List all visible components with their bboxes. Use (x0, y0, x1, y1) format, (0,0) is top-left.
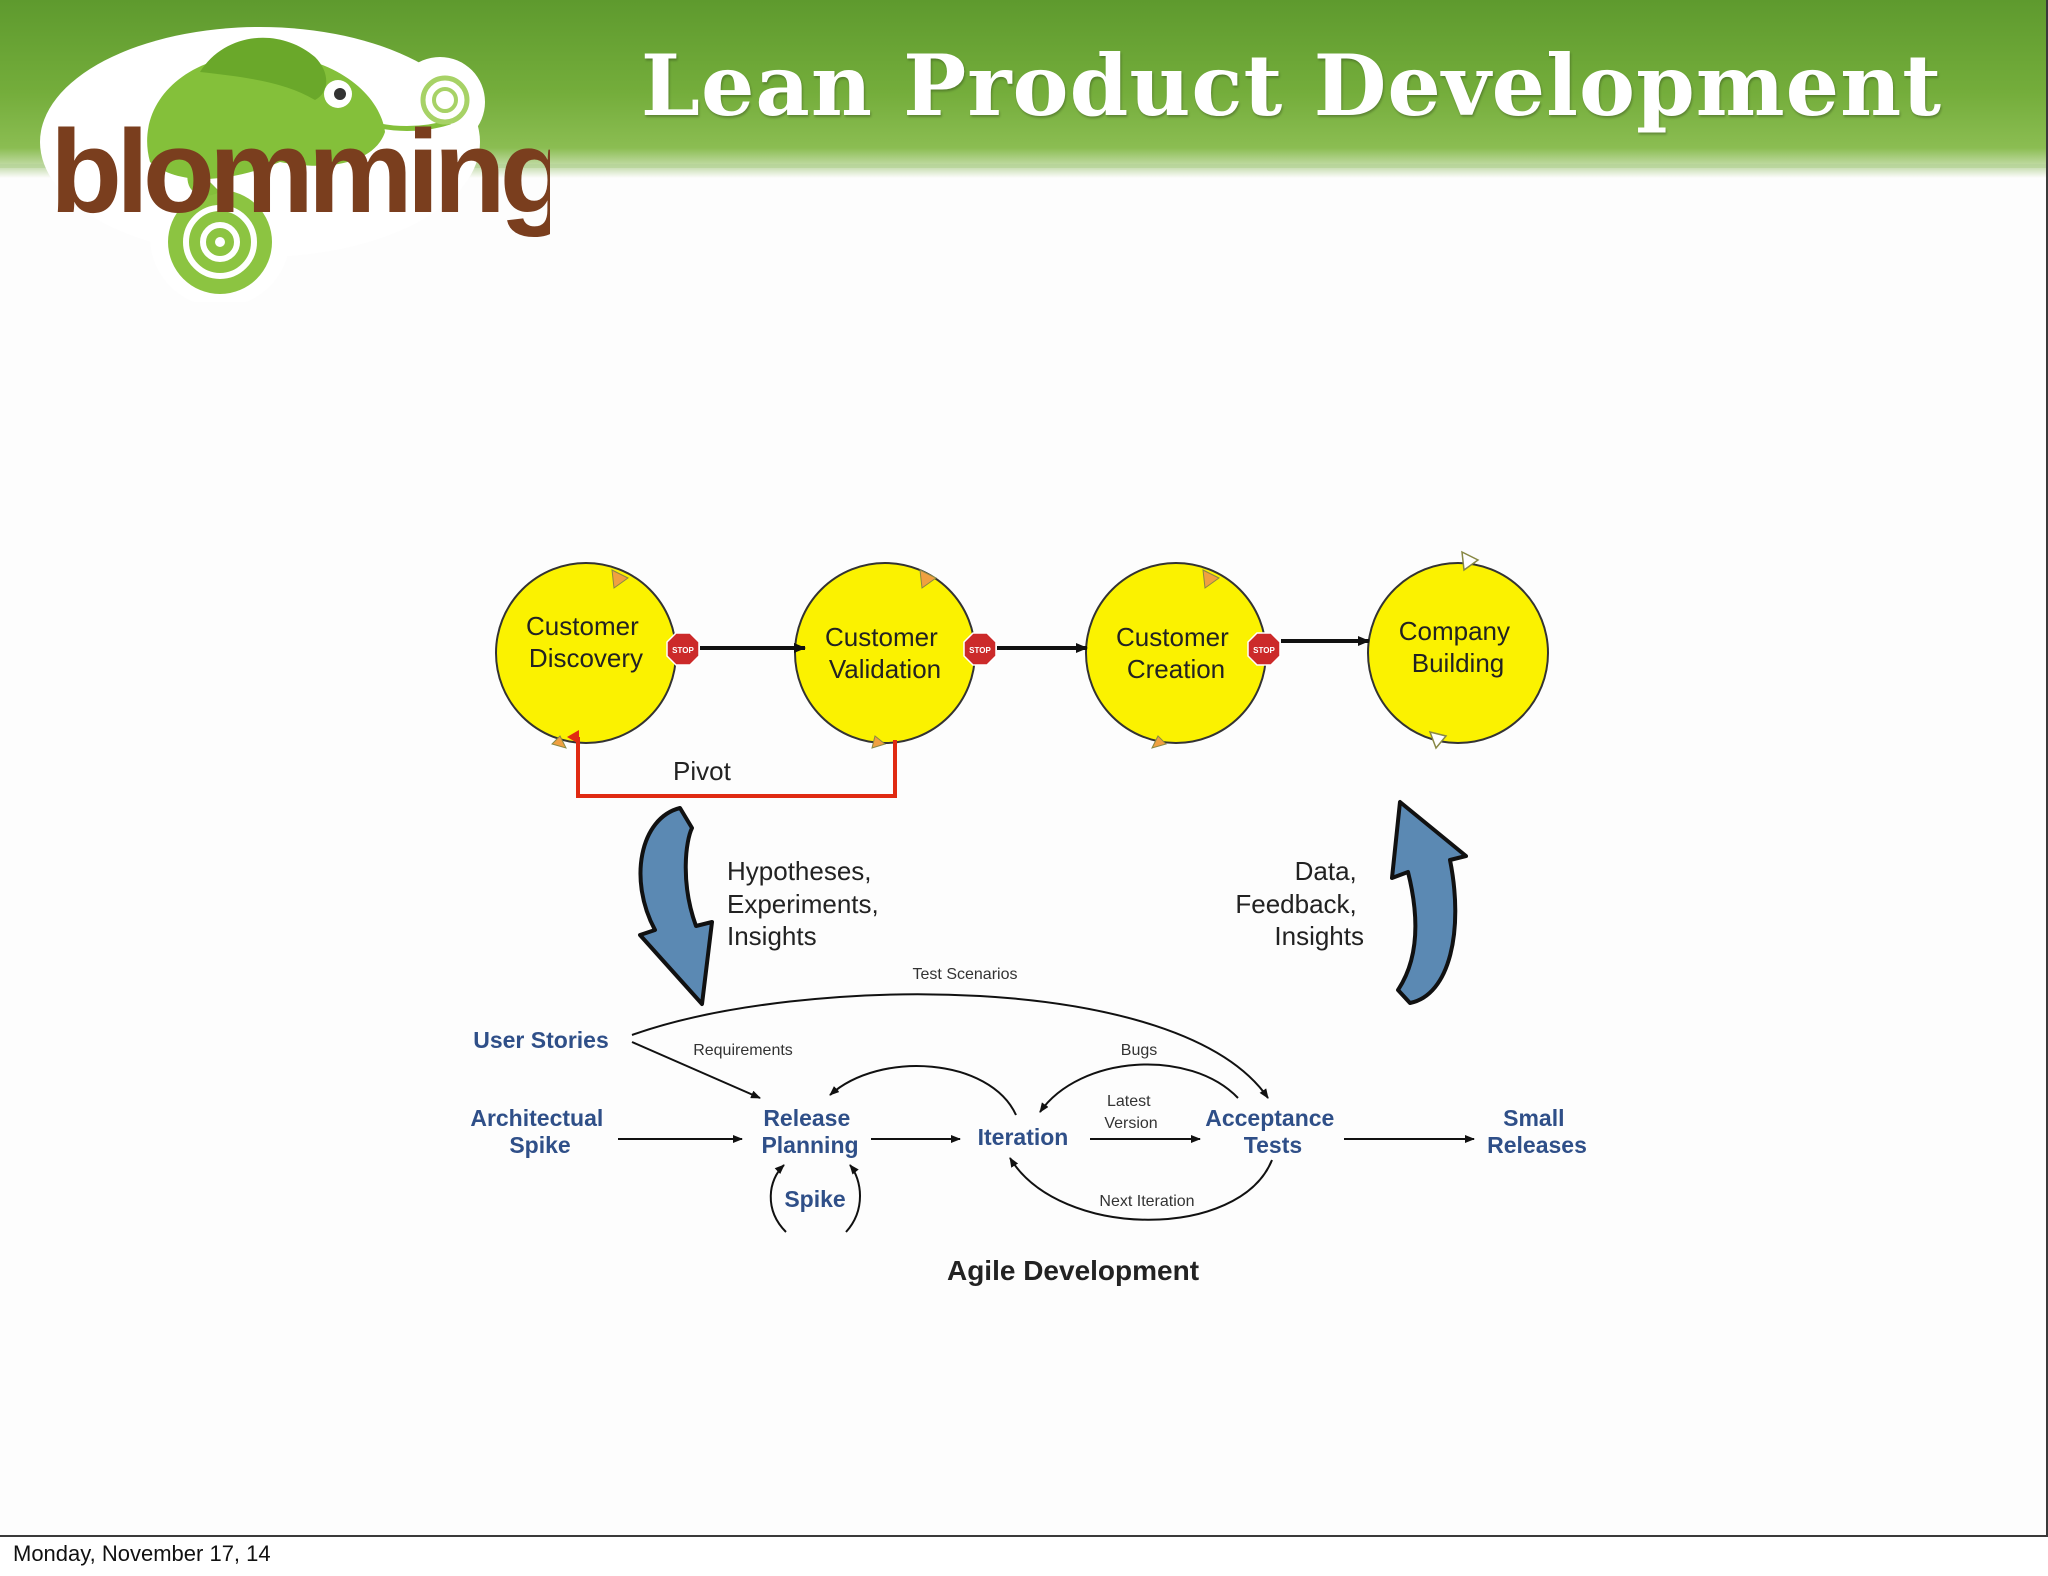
node-spike: Spike (784, 1186, 845, 1212)
agile-edge-labels: Test Scenarios Requirements Bugs Latest … (693, 966, 1194, 1210)
up-arrow-text: Data, Feedback, Insights (1235, 856, 1364, 951)
stage-customer-validation: Customer Validation (794, 562, 976, 749)
stage-customer-creation: Customer Creation (1085, 562, 1267, 749)
stage-label-line2: Discovery (529, 643, 643, 673)
edge-next-iteration (1009, 1157, 1273, 1221)
stage-label-line1: Company (1399, 616, 1510, 646)
svg-text:Customer Discovery: Customer Discovery (526, 611, 646, 673)
stop-sign-icon: STOP (963, 632, 997, 666)
svg-text:Company Building: Company Building (1399, 616, 1518, 678)
up-curved-arrow (1390, 800, 1468, 1005)
stage-label-line2: Creation (1127, 654, 1225, 684)
cycle-arrow-icon (1151, 735, 1167, 749)
cycle-arrow-icon (611, 569, 629, 589)
blomming-logo: blomming (40, 27, 550, 302)
edge-test-scenarios (631, 993, 1269, 1099)
footer-date: Monday, November 17, 14 (13, 1541, 271, 1566)
edge-spike-loop-right (845, 1164, 861, 1233)
banner-fade (0, 164, 2046, 178)
label-latest-version: Latest Version (1104, 1093, 1157, 1132)
stage-customer-discovery: Customer Discovery (495, 562, 677, 749)
chameleon-icon (147, 37, 470, 294)
stage-label-line2: Validation (829, 654, 941, 684)
cycle-arrow-icon (919, 569, 937, 589)
down-arrow-text: Hypotheses, Experiments, Insights (727, 856, 886, 951)
down-curved-arrow (638, 806, 714, 1006)
node-release-planning: Release Planning (761, 1105, 858, 1158)
slide: Lean Product Development blomming (0, 0, 2048, 1537)
cycle-arrow-icon (1202, 569, 1220, 589)
agile-caption: Agile Development (947, 1255, 1199, 1286)
node-user-stories: User Stories (473, 1027, 609, 1053)
edge-bugs (1039, 1063, 1239, 1113)
node-acceptance-tests: Acceptance Tests (1205, 1105, 1341, 1158)
stage-label-line1: Customer (1116, 622, 1229, 652)
stage-label-line1: Customer (526, 611, 639, 641)
cycle-arrow-icon (1428, 730, 1448, 750)
pivot-label: Pivot (673, 756, 732, 786)
stage-label-line1: Customer (825, 622, 938, 652)
edge-spike-loop-left (769, 1164, 787, 1233)
svg-text:STOP: STOP (672, 646, 694, 655)
slide-title: Lean Product Development (640, 36, 1942, 135)
agile-edges (618, 993, 1475, 1233)
node-iteration: Iteration (978, 1124, 1069, 1150)
node-architectual-spike: Architectual Spike (470, 1105, 609, 1158)
stage-company-building: Company Building (1367, 550, 1549, 750)
label-requirements: Requirements (693, 1042, 793, 1059)
edge-requirements (631, 1041, 761, 1099)
lean-diagram: Customer Discovery Customer Validation C… (470, 550, 1587, 1286)
stop-sign-icon: STOP (666, 632, 700, 666)
svg-text:Customer Validation: Customer Validation (825, 622, 945, 684)
label-bugs: Bugs (1121, 1042, 1157, 1059)
pivot-loop-arrow (567, 730, 897, 798)
svg-text:Customer Creation: Customer Creation (1116, 622, 1236, 684)
edge-iteration-to-release (829, 1065, 1017, 1116)
cycle-arrow-icon (551, 735, 567, 749)
logo-wordmark: blomming (50, 106, 550, 238)
stop-sign-icon: STOP (1247, 632, 1281, 666)
svg-text:STOP: STOP (1253, 646, 1275, 655)
agile-nodes: User Stories Architectual Spike Release … (470, 1027, 1587, 1212)
label-next-iteration: Next Iteration (1099, 1193, 1194, 1210)
cycle-arrow-icon (871, 735, 887, 749)
node-small-releases: Small Releases (1487, 1105, 1587, 1158)
cycle-arrow-icon (1461, 550, 1480, 572)
label-test-scenarios: Test Scenarios (913, 966, 1018, 983)
svg-text:STOP: STOP (969, 646, 991, 655)
stage-label-line2: Building (1412, 648, 1505, 678)
